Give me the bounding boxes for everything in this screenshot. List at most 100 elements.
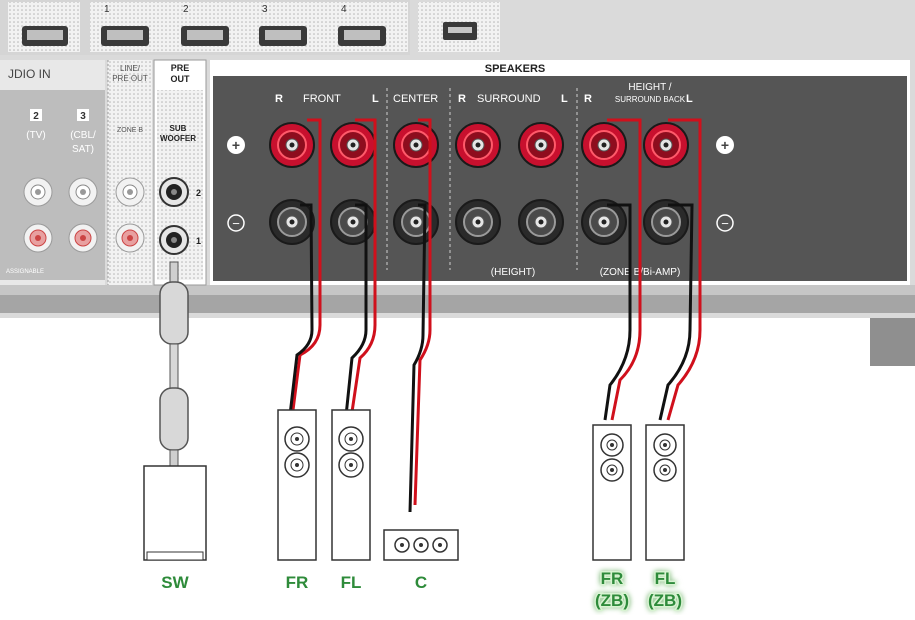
- speaker-cables: [288, 118, 702, 513]
- receiver-back-panel: 1 2 3 4 JDIO IN 2 (TV) 3 (CBL/: [0, 0, 915, 366]
- input-label-tv: (TV): [26, 130, 45, 141]
- terminal-plus-surround-r: [455, 122, 501, 168]
- label-fl-zb: FL: [655, 569, 676, 588]
- surround-l-label: L: [561, 93, 568, 105]
- c-cable-black: [408, 203, 427, 513]
- input-label-cbl: (CBL/: [70, 130, 96, 141]
- speaker-fr-zb: [592, 424, 632, 561]
- label-fr: FR: [286, 573, 309, 592]
- fl-zb-cable-black: [658, 203, 694, 421]
- center-label: CENTER: [393, 93, 438, 105]
- terminal-plus-front-r: [269, 122, 315, 168]
- woofer-label: WOOFER: [160, 134, 196, 143]
- front-label: FRONT: [303, 93, 341, 105]
- hdmi-out-port: [22, 26, 68, 46]
- terminal-plus-front-l: [330, 122, 376, 168]
- hdmi-in-port-3: 3: [259, 4, 307, 46]
- assignable-label: ASSIGNABLE: [6, 269, 44, 275]
- surround-r-label: R: [458, 93, 466, 105]
- terminal-minus-surround-l: [518, 199, 564, 245]
- speaker-fl: [331, 409, 371, 561]
- speaker-fr: [277, 409, 317, 561]
- hdmi-number-label: 1: [104, 4, 110, 15]
- fl-zb-cable-red: [666, 118, 702, 421]
- terminal-plus-surround-l: [518, 122, 564, 168]
- input-number-tv: 2: [33, 111, 39, 122]
- subwoofer-jack-1-label: 1: [196, 236, 201, 246]
- terminal-minus-center: [393, 199, 439, 245]
- fr-zb-cable-red: [607, 118, 642, 421]
- panel-bottom-edge: [0, 295, 915, 313]
- fr-cable-red: [291, 118, 322, 411]
- fl-cable-black: [344, 203, 368, 417]
- rca-jack-zone-b-white: [115, 177, 145, 207]
- subwoofer-cable: [159, 261, 189, 469]
- surround-label: SURROUND: [477, 93, 541, 105]
- terminal-minus-front-r: [269, 199, 315, 245]
- label-fl: FL: [341, 573, 362, 592]
- plus-marker-right: +: [716, 136, 734, 154]
- hdmi-number-label: 3: [262, 4, 268, 15]
- line-label: LINE/: [120, 64, 141, 73]
- hdmi-number-label: 2: [183, 4, 189, 15]
- hdmi-number-label: 4: [341, 4, 347, 15]
- pre-out-label: PRE OUT: [112, 74, 148, 83]
- minus-marker-right: −: [716, 214, 734, 232]
- device-labels: SW FR FL C FR (ZB) FL (ZB): [161, 568, 684, 612]
- minus-marker-left: −: [227, 214, 245, 232]
- speaker-fl-zb: [645, 424, 685, 561]
- rca-jack-tv-white: [23, 177, 53, 207]
- rca-jack-cbl-red: [68, 223, 98, 253]
- fr-zb-cable-black: [603, 203, 632, 421]
- svg-text:+: +: [232, 137, 240, 153]
- pre-label: PRE: [171, 63, 190, 73]
- fl-cable-red: [350, 118, 377, 413]
- hdmi-in-port-1: 1: [101, 4, 149, 46]
- subwoofer-device: [143, 465, 207, 561]
- height-l-label: L: [686, 93, 693, 105]
- input-number-cbl: 3: [80, 111, 86, 122]
- svg-text:+: +: [721, 137, 729, 153]
- subwoofer-jack-2-label: 2: [196, 188, 201, 198]
- zone-b-section: LINE/ PRE OUT ZONE B: [107, 60, 152, 285]
- height-note: (HEIGHT): [491, 267, 535, 278]
- audio-in-section: JDIO IN 2 (TV) 3 (CBL/ SAT) ASSIGNABLE: [0, 60, 105, 285]
- zone-b-label: ZONE B: [117, 127, 143, 134]
- usb-port: [443, 22, 477, 40]
- speaker-terminals-section: SPEAKERS R FRONT L CENTER R SURROUND L H…: [210, 60, 910, 285]
- speakers-title: SPEAKERS: [485, 63, 546, 75]
- terminal-plus-height-l: [643, 122, 689, 168]
- input-label-cbl-2: SAT): [72, 144, 94, 155]
- subwoofer-jack-1: [159, 225, 189, 255]
- sub-label: SUB: [170, 124, 187, 133]
- height-r-label: R: [584, 93, 592, 105]
- label-fl-zb-suffix: (ZB): [648, 591, 682, 610]
- terminal-minus-height-l: [643, 199, 689, 245]
- surround-back-label: SURROUND BACK: [615, 95, 686, 104]
- panel-foot: [870, 318, 915, 366]
- terminal-minus-height-r: [581, 199, 627, 245]
- svg-text:−: −: [721, 216, 729, 231]
- front-r-label: R: [275, 93, 283, 105]
- audio-in-label: JDIO IN: [8, 67, 51, 81]
- label-fr-zb-suffix: (ZB): [595, 591, 629, 610]
- terminal-plus-height-r: [581, 122, 627, 168]
- zone-b-labels: FR (ZB) FL (ZB): [594, 568, 684, 612]
- rca-jack-tv-red: [23, 223, 53, 253]
- speaker-center: [383, 529, 459, 561]
- label-c: C: [415, 573, 427, 592]
- hdmi-in-port-2: 2: [181, 4, 229, 46]
- hdmi-in-port-4: 4: [338, 4, 386, 46]
- pre-out-subwoofer-section: PRE OUT SUB WOOFER 2 1: [153, 59, 207, 286]
- height-label: HEIGHT /: [628, 82, 671, 93]
- svg-text:−: −: [232, 216, 240, 231]
- terminal-minus-front-l: [330, 199, 376, 245]
- rca-jack-cbl-white: [68, 177, 98, 207]
- terminal-plus-center: [393, 122, 439, 168]
- label-fr-zb: FR: [601, 569, 624, 588]
- fr-cable-black: [288, 203, 314, 416]
- speaker-terminal-plate: [213, 76, 907, 281]
- terminal-minus-surround-r: [455, 199, 501, 245]
